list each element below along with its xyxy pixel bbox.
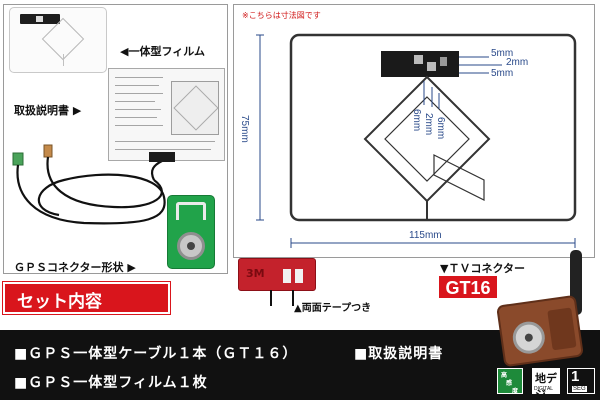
tv-connector-image: [496, 294, 584, 368]
set-item-cable: ■ＧＰＳ一体型ケーブル１本（ＧＴ１６）: [14, 346, 298, 362]
manual-text-line: [115, 149, 211, 150]
oneseg-number: 1: [571, 368, 580, 385]
connector-body-rib: [547, 307, 577, 351]
set-contents-title: セット内容: [17, 292, 102, 312]
tape-label: ▲両面テープつき: [294, 303, 372, 314]
film-outline: [289, 33, 577, 222]
double-sided-tape-image: 3M: [238, 258, 316, 291]
dimension-diag-6mm-a: 6mm: [411, 109, 422, 132]
manual-text-line: [115, 109, 161, 110]
high-sensitivity-badge: 高 感 度: [497, 368, 523, 395]
tape-window: [295, 269, 303, 283]
manual-text-line: [115, 117, 157, 118]
model-badge: GT16: [438, 275, 498, 299]
dimension-chip-5mm-bottom: 5mm: [491, 68, 514, 79]
set-item-film: ■ＧＰＳ一体型フィルム１枚: [14, 375, 208, 391]
set-item-manual: ■取扱説明書: [354, 346, 444, 362]
dimension-drawing: [256, 33, 577, 248]
dimension-width: 115mm: [409, 230, 442, 241]
dimension-diag-6mm-b: 6mm: [435, 117, 446, 140]
connector-socket: [177, 232, 205, 260]
film-antenna-image: [9, 7, 107, 73]
dimension-diag-2mm: 2mm: [423, 113, 434, 136]
cable-plug-brown: [43, 144, 53, 158]
cable-film-end: [149, 152, 175, 162]
connector-socket: [510, 319, 547, 356]
manual-text-line: [115, 125, 163, 126]
gps-cable-image: [12, 144, 175, 225]
manual-text-line: [115, 93, 163, 94]
dimension-note: ※こちらは寸法図です: [242, 11, 321, 20]
tape-lead: [292, 290, 294, 306]
film-chip: [20, 14, 60, 24]
oneseg-badge: 1 SEG: [567, 368, 595, 394]
hd-char: 高: [501, 373, 508, 379]
manual-image: [108, 68, 225, 161]
film-label: ◀一体型フィルム: [120, 45, 206, 58]
gps-connector-label: ＧＰＳコネクター形状 ▶: [14, 261, 136, 274]
gps-connector-image: [167, 195, 215, 269]
manual-label: 取扱説明書 ▶: [14, 104, 82, 117]
dimension-chip-5mm-top: 5mm: [491, 48, 514, 59]
dimension-diagram-panel: ※こちらは寸法図です 75mm 115mm 5mm 2: [233, 4, 595, 258]
set-contents-header: セット内容: [3, 282, 170, 314]
hd-char: 度: [512, 389, 519, 395]
digital-text: 地デジ: [535, 373, 557, 400]
diamond-element: [363, 75, 491, 203]
hd-char: 感: [506, 381, 513, 387]
product-photo-panel: ◀一体型フィルム 取扱説明書 ▶ ＧＰＳコネクター形状 ▶: [3, 4, 228, 274]
dimension-height: 75mm: [239, 115, 250, 143]
film-trace: [63, 54, 64, 66]
digital-tv-badge: 地デジ DIGITAL: [532, 368, 560, 400]
manual-text-line: [115, 101, 155, 102]
manual-text-line: [115, 141, 215, 142]
tape-brand: 3M: [246, 267, 265, 280]
connector-latch: [176, 202, 206, 220]
dimension-chip-2mm: 2mm: [506, 57, 529, 68]
manual-text-line: [115, 85, 159, 86]
cable-plug-green: [12, 152, 24, 166]
tv-connector-label: ▼ＴＶコネクター: [440, 262, 526, 275]
tape-lead: [270, 290, 272, 306]
tape-window: [283, 269, 291, 283]
oneseg-sub-text: SEG: [572, 386, 587, 392]
manual-diagram: [171, 81, 219, 135]
digital-sub-text: DIGITAL: [534, 386, 554, 392]
manual-text-line: [115, 77, 163, 78]
